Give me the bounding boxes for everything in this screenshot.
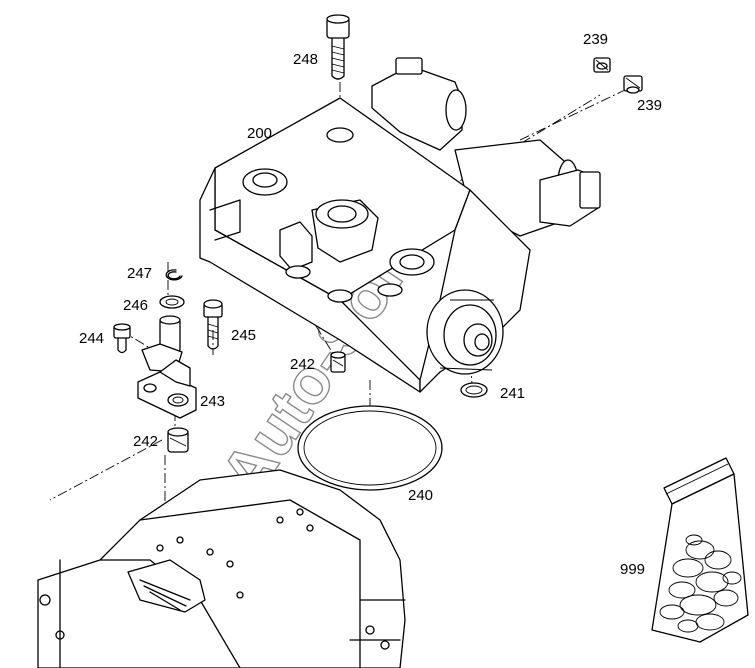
set-screw-239-upper [593, 57, 611, 73]
callout-245: 245 [231, 327, 256, 344]
pump-housing [37, 469, 406, 668]
callout-239-upper: 239 [583, 31, 608, 48]
seal-kit-bag-999 [651, 457, 749, 643]
sleeve-242-lower [167, 427, 189, 453]
callout-240: 240 [408, 487, 433, 504]
callout-labels: 248 239 239 200 247 246 245 244 242 243 … [79, 31, 662, 578]
callout-242-lower: 242 [133, 433, 158, 450]
callout-999: 999 [620, 561, 645, 578]
callout-239-lower: 239 [637, 97, 662, 114]
o-ring-240 [297, 405, 443, 491]
screw-244 [113, 323, 131, 354]
callout-248: 248 [293, 51, 318, 68]
callout-241: 241 [500, 385, 525, 402]
control-valve-block-200 [199, 57, 601, 393]
set-screw-239-lower [623, 75, 643, 94]
callout-246: 246 [123, 297, 148, 314]
snap-ring-247 [165, 269, 183, 281]
o-ring-241 [460, 382, 488, 398]
washer-246 [159, 295, 185, 309]
callout-243: 243 [200, 393, 225, 410]
screw-245 [203, 299, 223, 350]
socket-head-screw-248 [326, 14, 350, 80]
callout-200: 200 [247, 125, 272, 142]
callout-244: 244 [79, 330, 104, 347]
sleeve-242-upper [330, 351, 346, 373]
lever-assembly-243 [137, 315, 197, 419]
callout-247: 247 [127, 265, 152, 282]
callout-242-upper: 242 [290, 356, 315, 373]
